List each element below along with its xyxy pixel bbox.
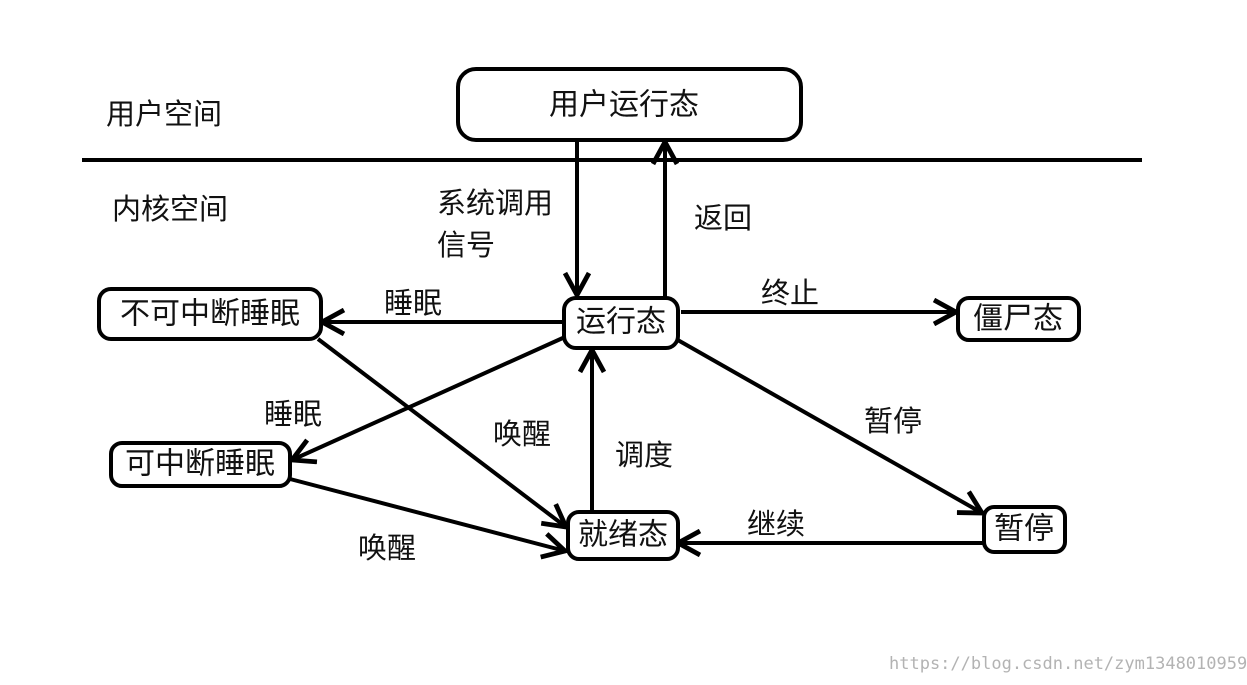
schedule-label: 调度 [615, 438, 673, 472]
sleep-interruptible-label: 睡眠 [264, 397, 322, 431]
state-uninterruptible-sleep: 不可中断睡眠 [97, 287, 323, 341]
kernel-space-label: 内核空间 [112, 192, 228, 226]
state-stopped: 暂停 [982, 505, 1067, 554]
state-user-running: 用户运行态 [456, 67, 803, 142]
return-label: 返回 [694, 201, 752, 235]
state-running-label: 运行态 [576, 305, 666, 340]
sleep-uninterruptible-label: 睡眠 [384, 286, 442, 320]
wake-from-interruptible-arrow [289, 477, 565, 551]
watermark-text: https://blog.csdn.net/zym1348010959 [889, 654, 1247, 674]
user-space-label: 用户空间 [106, 97, 222, 131]
state-interruptible-sleep: 可中断睡眠 [109, 441, 292, 488]
state-uninterruptible-sleep-label: 不可中断睡眠 [120, 297, 300, 332]
pause-label: 暂停 [864, 404, 922, 438]
terminate-label: 终止 [761, 276, 819, 310]
pause-arrow [675, 337, 982, 513]
sleep-interruptible-arrow [292, 335, 566, 460]
state-interruptible-sleep-label: 可中断睡眠 [125, 447, 275, 482]
state-zombie: 僵尸态 [956, 296, 1081, 342]
state-ready-label: 就绪态 [578, 518, 668, 553]
wake-from-uninterruptible-arrow [316, 337, 566, 527]
signal-label: 信号 [437, 228, 495, 262]
state-running: 运行态 [562, 296, 680, 350]
wake-from-uninterruptible-label: 唤醒 [493, 417, 551, 451]
state-zombie-label: 僵尸态 [973, 302, 1063, 337]
state-ready: 就绪态 [566, 510, 680, 561]
wake-from-interruptible-label: 唤醒 [358, 531, 416, 565]
state-user-running-label: 用户运行态 [549, 88, 699, 123]
syscall-label: 系统调用 [437, 186, 553, 220]
continue-label: 继续 [747, 507, 805, 541]
state-stopped-label: 暂停 [994, 512, 1054, 547]
